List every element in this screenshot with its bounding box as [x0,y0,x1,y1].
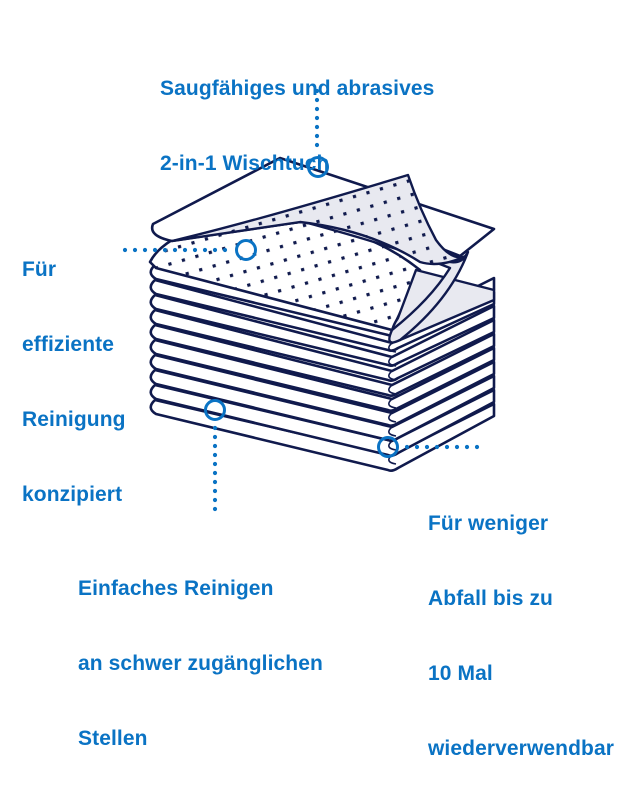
callout-top-line-2: 2-in-1 Wischtuch [160,152,330,175]
callout-left-line-3: Reinigung [22,408,126,431]
callout-bottom-line-1: Einfaches Reinigen [78,577,274,600]
marker-bottom [204,399,226,421]
callout-absorbent-abrasive: Saugfähiges und abrasives 2-in-1 Wischtu… [160,26,434,226]
callout-bottom-line-2: an schwer zugänglichen [78,652,323,675]
callout-left-line-4: konzipiert [22,483,123,506]
callout-right-line-3: 10 Mal [428,662,493,685]
callout-hard-to-reach: Einfaches Reinigen an schwer zugängliche… [78,526,323,801]
flap-underside [170,173,468,266]
callout-right-line-4: wiederverwendbar [428,737,615,760]
callout-connectors [122,88,480,512]
stacked-sheets [149,263,496,472]
callout-top-line-1: Saugfähiges und abrasives [160,77,435,100]
callout-markers [204,156,399,458]
marker-left [235,239,257,261]
callout-right-line-1: Für weniger [428,512,549,535]
callout-right-line-2: Abfall bis zu [428,587,553,610]
callout-bottom-line-3: Stellen [78,727,148,750]
callout-efficient-cleaning: Für effiziente Reinigung konzipiert [22,207,126,557]
marker-top [307,156,329,178]
marker-right [377,436,399,458]
callout-left-line-1: Für [22,258,57,281]
wipes-stack-illustration [122,88,496,512]
callout-left-line-2: effiziente [22,333,115,356]
infographic-canvas: Saugfähiges und abrasives 2-in-1 Wischtu… [22,26,614,760]
callout-reusable: Für weniger Abfall bis zu 10 Mal wiederv… [428,461,614,811]
